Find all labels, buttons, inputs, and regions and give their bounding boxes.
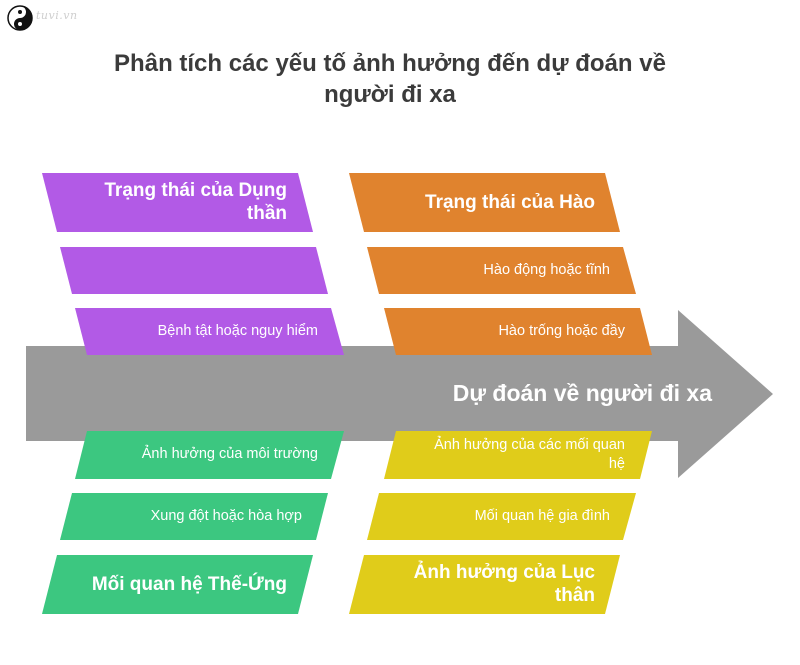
top-left-heading: Trạng thái của Dụng thần: [104, 180, 287, 224]
box-bottom-left-item-2: [60, 493, 328, 540]
box-bottom-right-item-1: [384, 431, 652, 479]
box-top-right-heading: [349, 173, 620, 232]
bottom-right-heading: Ảnh hưởng của Lục thân: [413, 562, 595, 606]
bottom-left-heading: Mối quan hệ Thế-Ứng: [91, 574, 287, 595]
box-top-right-item-2: [384, 308, 652, 355]
logo-text: tuvi.vn: [36, 9, 78, 22]
logo: tuvi.vn: [4, 4, 124, 32]
box-bottom-right-heading: [349, 555, 620, 614]
bottom-left-item-1: Ảnh hưởng của môi trường: [141, 446, 318, 462]
box-bottom-left-heading: [42, 555, 313, 614]
top-left-item-2: Bệnh tật hoặc nguy hiểm: [157, 323, 318, 339]
top-right-heading: Trạng thái của Hào: [425, 192, 595, 213]
box-top-left-item-1: [60, 247, 328, 294]
top-right-item-2: Hào trống hoặc đầy: [498, 323, 625, 339]
spine-label: Dự đoán về người đi xa: [452, 380, 712, 406]
box-bottom-right-item-2: [367, 493, 636, 540]
bottom-right-item-1: Ảnh hưởng của các mối quan hệ: [434, 437, 625, 472]
bottom-right-item-2: Mối quan hệ gia đình: [474, 508, 610, 524]
box-top-right-item-1: [367, 247, 636, 294]
box-bottom-left-item-1: [75, 431, 344, 479]
bottom-left-item-2: Xung đột hoặc hòa hợp: [150, 508, 302, 524]
box-top-left-item-2: [75, 308, 344, 355]
yin-yang-icon: [7, 5, 33, 31]
page-title: Phân tích các yếu tố ảnh hưởng đến dự đo…: [114, 50, 666, 108]
top-right-item-1: Hào động hoặc tĩnh: [483, 262, 610, 278]
box-top-left-heading: [42, 173, 313, 232]
